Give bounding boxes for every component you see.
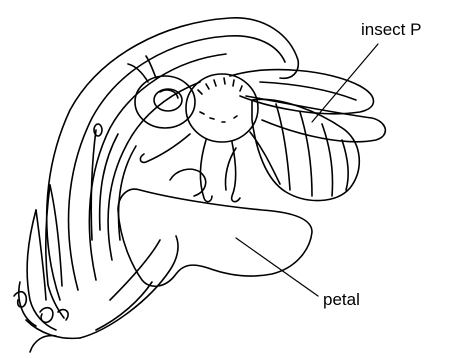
insect-bee [128, 56, 385, 202]
insect-label: insect P [361, 21, 421, 38]
petal-label: petal [323, 291, 360, 308]
flower-sepals [14, 185, 178, 352]
petal-shape [118, 169, 312, 286]
insect-leader-line [312, 44, 378, 122]
petal-leader-line [236, 238, 318, 296]
